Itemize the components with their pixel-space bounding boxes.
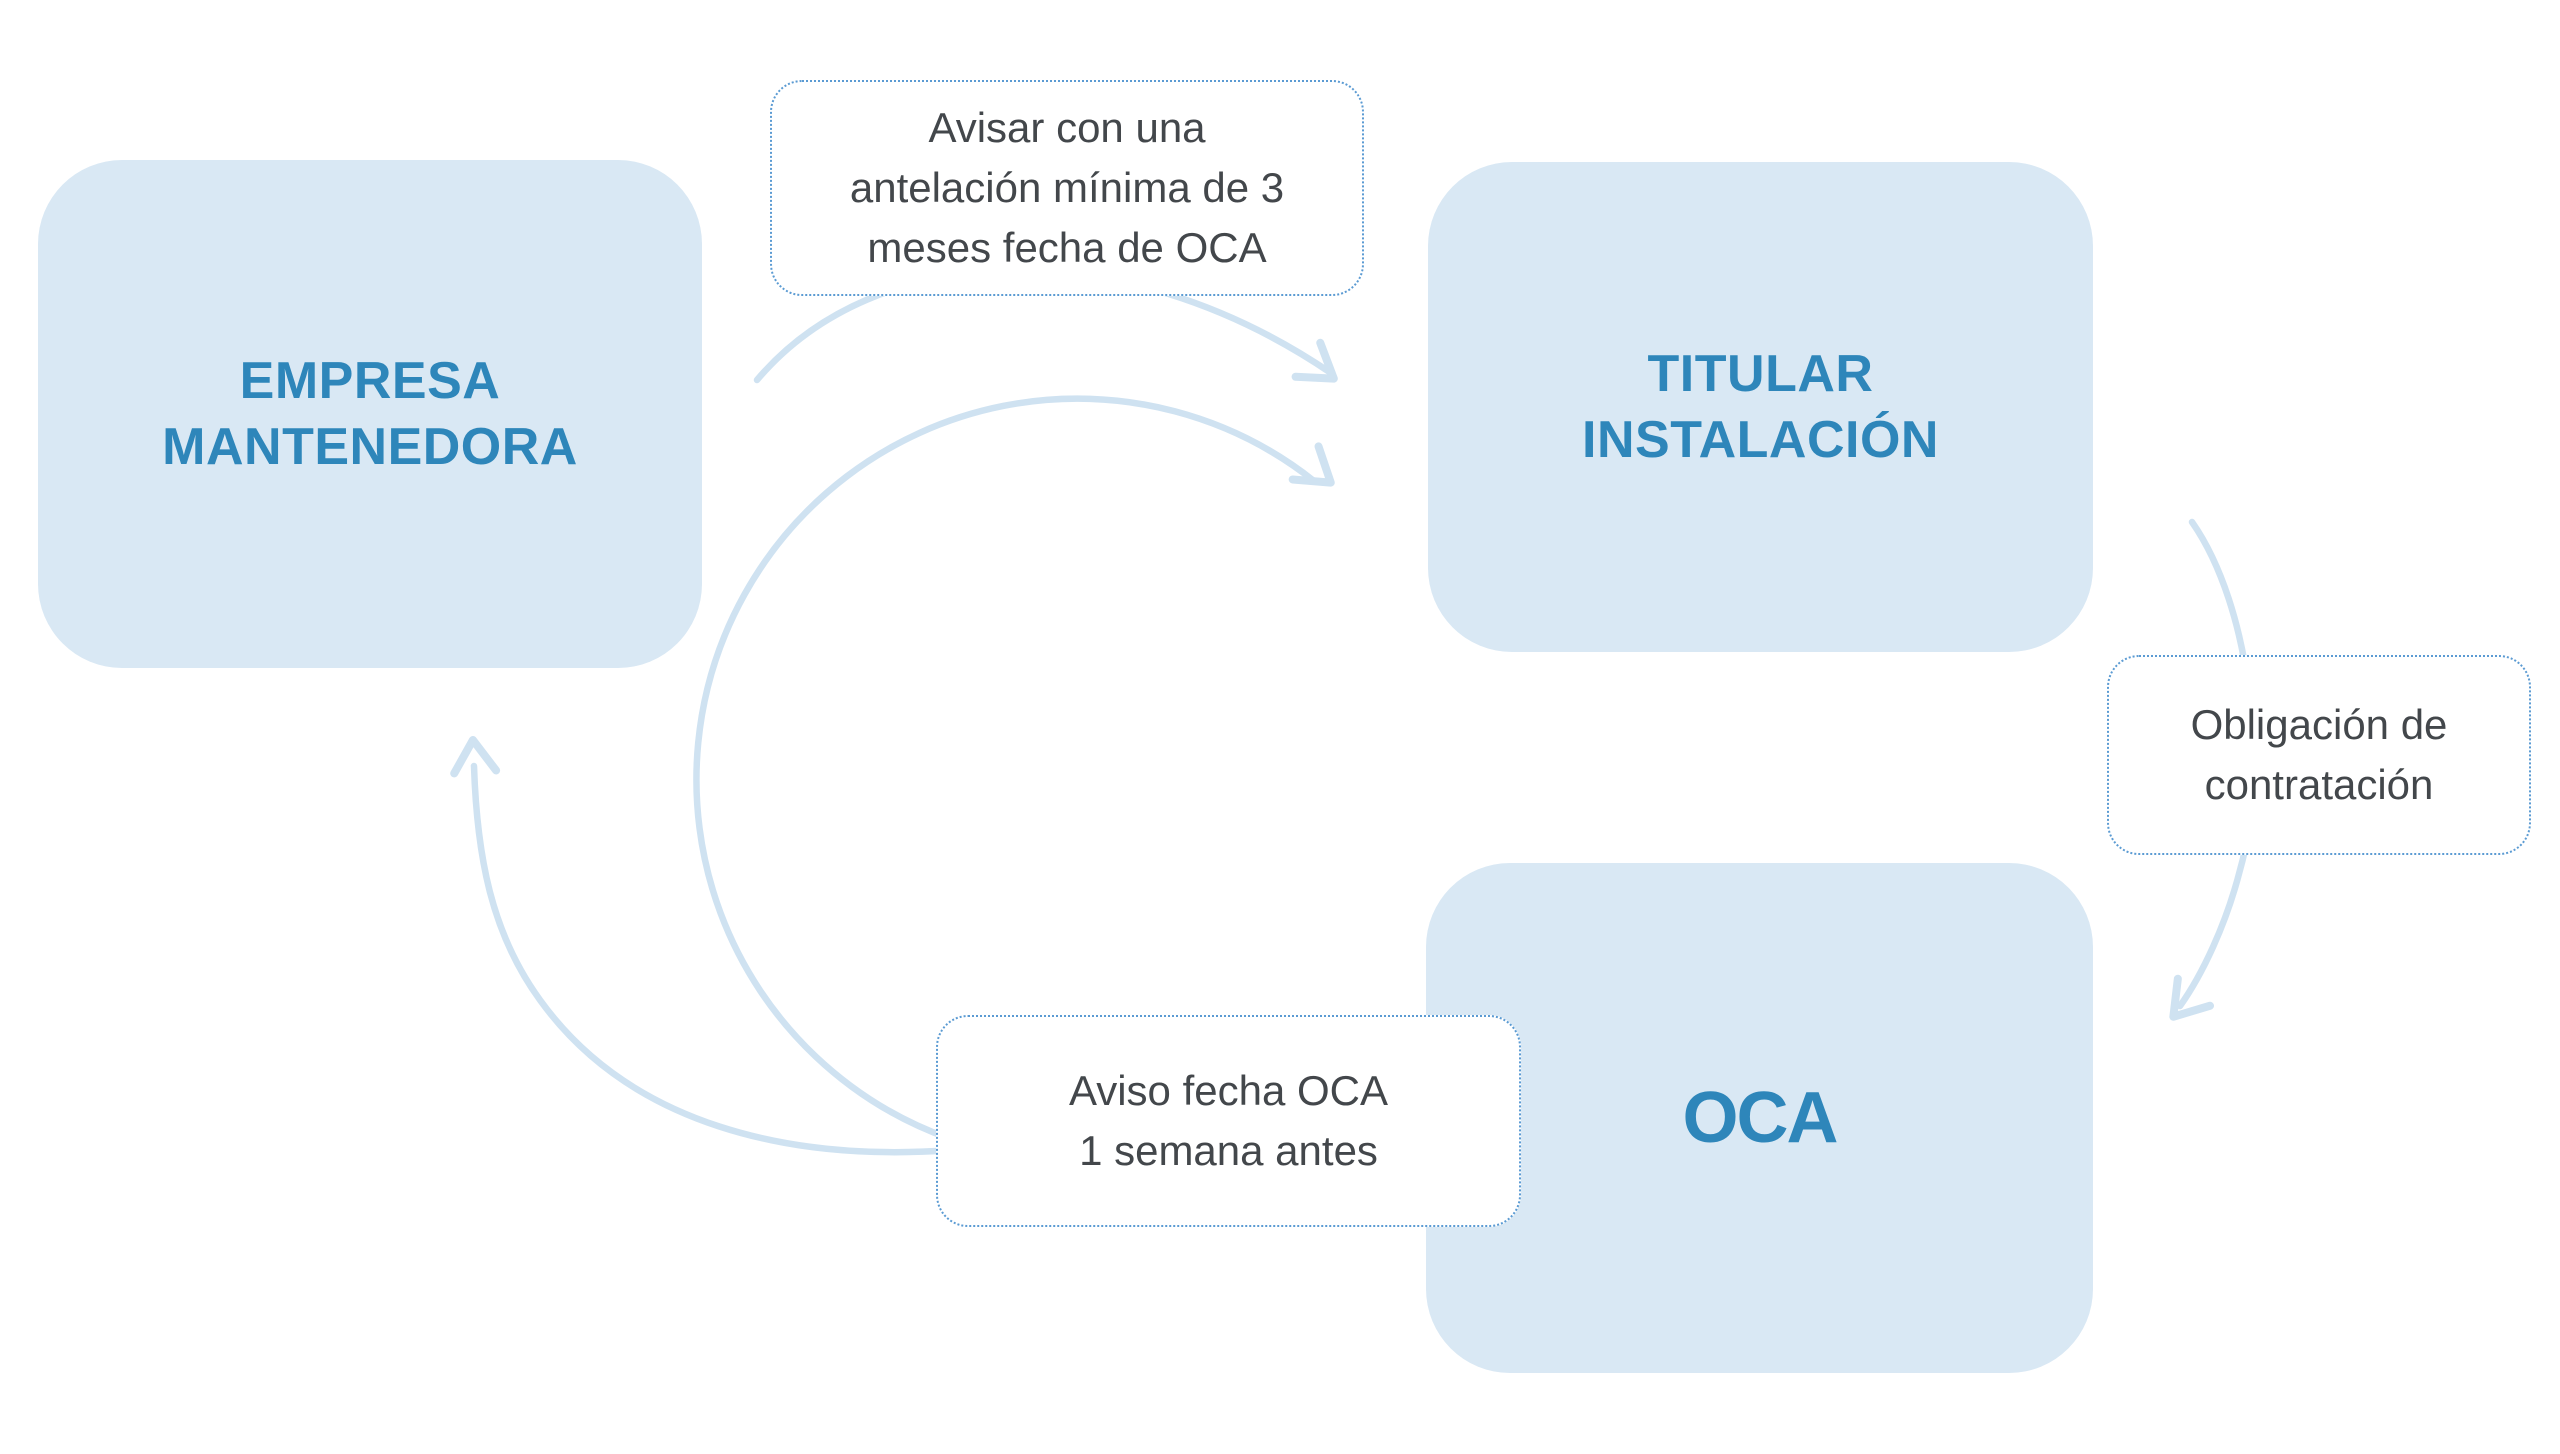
annotation-avisar-line3: meses fecha de OCA bbox=[867, 224, 1267, 271]
node-empresa-title-line1: EMPRESA bbox=[239, 352, 501, 410]
annotation-obligacion-line1: Obligación de bbox=[2190, 701, 2448, 748]
annotation-aviso-line2: 1 semana antes bbox=[1079, 1127, 1378, 1174]
annotation-aviso-line1: Aviso fecha OCA bbox=[1068, 1067, 1389, 1114]
arrow-cycle-to-titular-arrowhead-icon bbox=[1288, 442, 1335, 487]
node-oca: OCA bbox=[1426, 863, 2093, 1373]
annotation-avisar-line1: Avisar con una bbox=[928, 104, 1206, 151]
node-empresa-title-line2: MANTENEDORA bbox=[162, 418, 578, 476]
node-titular-title-line1: TITULAR bbox=[1647, 345, 1874, 403]
node-empresa-mantenedora: EMPRESA MANTENEDORA bbox=[38, 160, 702, 668]
annotation-obligacion-contratacion: Obligación de contratación bbox=[2107, 655, 2531, 855]
arrow-titular-to-oca-arrowhead-icon bbox=[2169, 974, 2215, 1021]
node-titular-instalacion: TITULAR INSTALACIÓN bbox=[1428, 162, 2093, 652]
node-titular-title-line2: INSTALACIÓN bbox=[1582, 411, 1939, 469]
annotation-avisar-antelacion: Avisar con una antelación mínima de 3 me… bbox=[770, 80, 1364, 296]
arrow-oca-to-empresa-arrowhead-icon bbox=[450, 736, 501, 778]
annotation-aviso-1-semana: Aviso fecha OCA 1 semana antes bbox=[936, 1015, 1521, 1227]
arrow-empresa-to-titular-arrowhead-icon bbox=[1291, 338, 1338, 383]
annotation-avisar-line2: antelación mínima de 3 bbox=[849, 164, 1285, 211]
node-oca-title: OCA bbox=[1682, 1078, 1839, 1158]
arrow-cycle-to-titular-path bbox=[693, 395, 1318, 1142]
arrow-oca-to-empresa-path bbox=[470, 762, 956, 1156]
annotation-obligacion-line2: contratación bbox=[2204, 761, 2434, 808]
